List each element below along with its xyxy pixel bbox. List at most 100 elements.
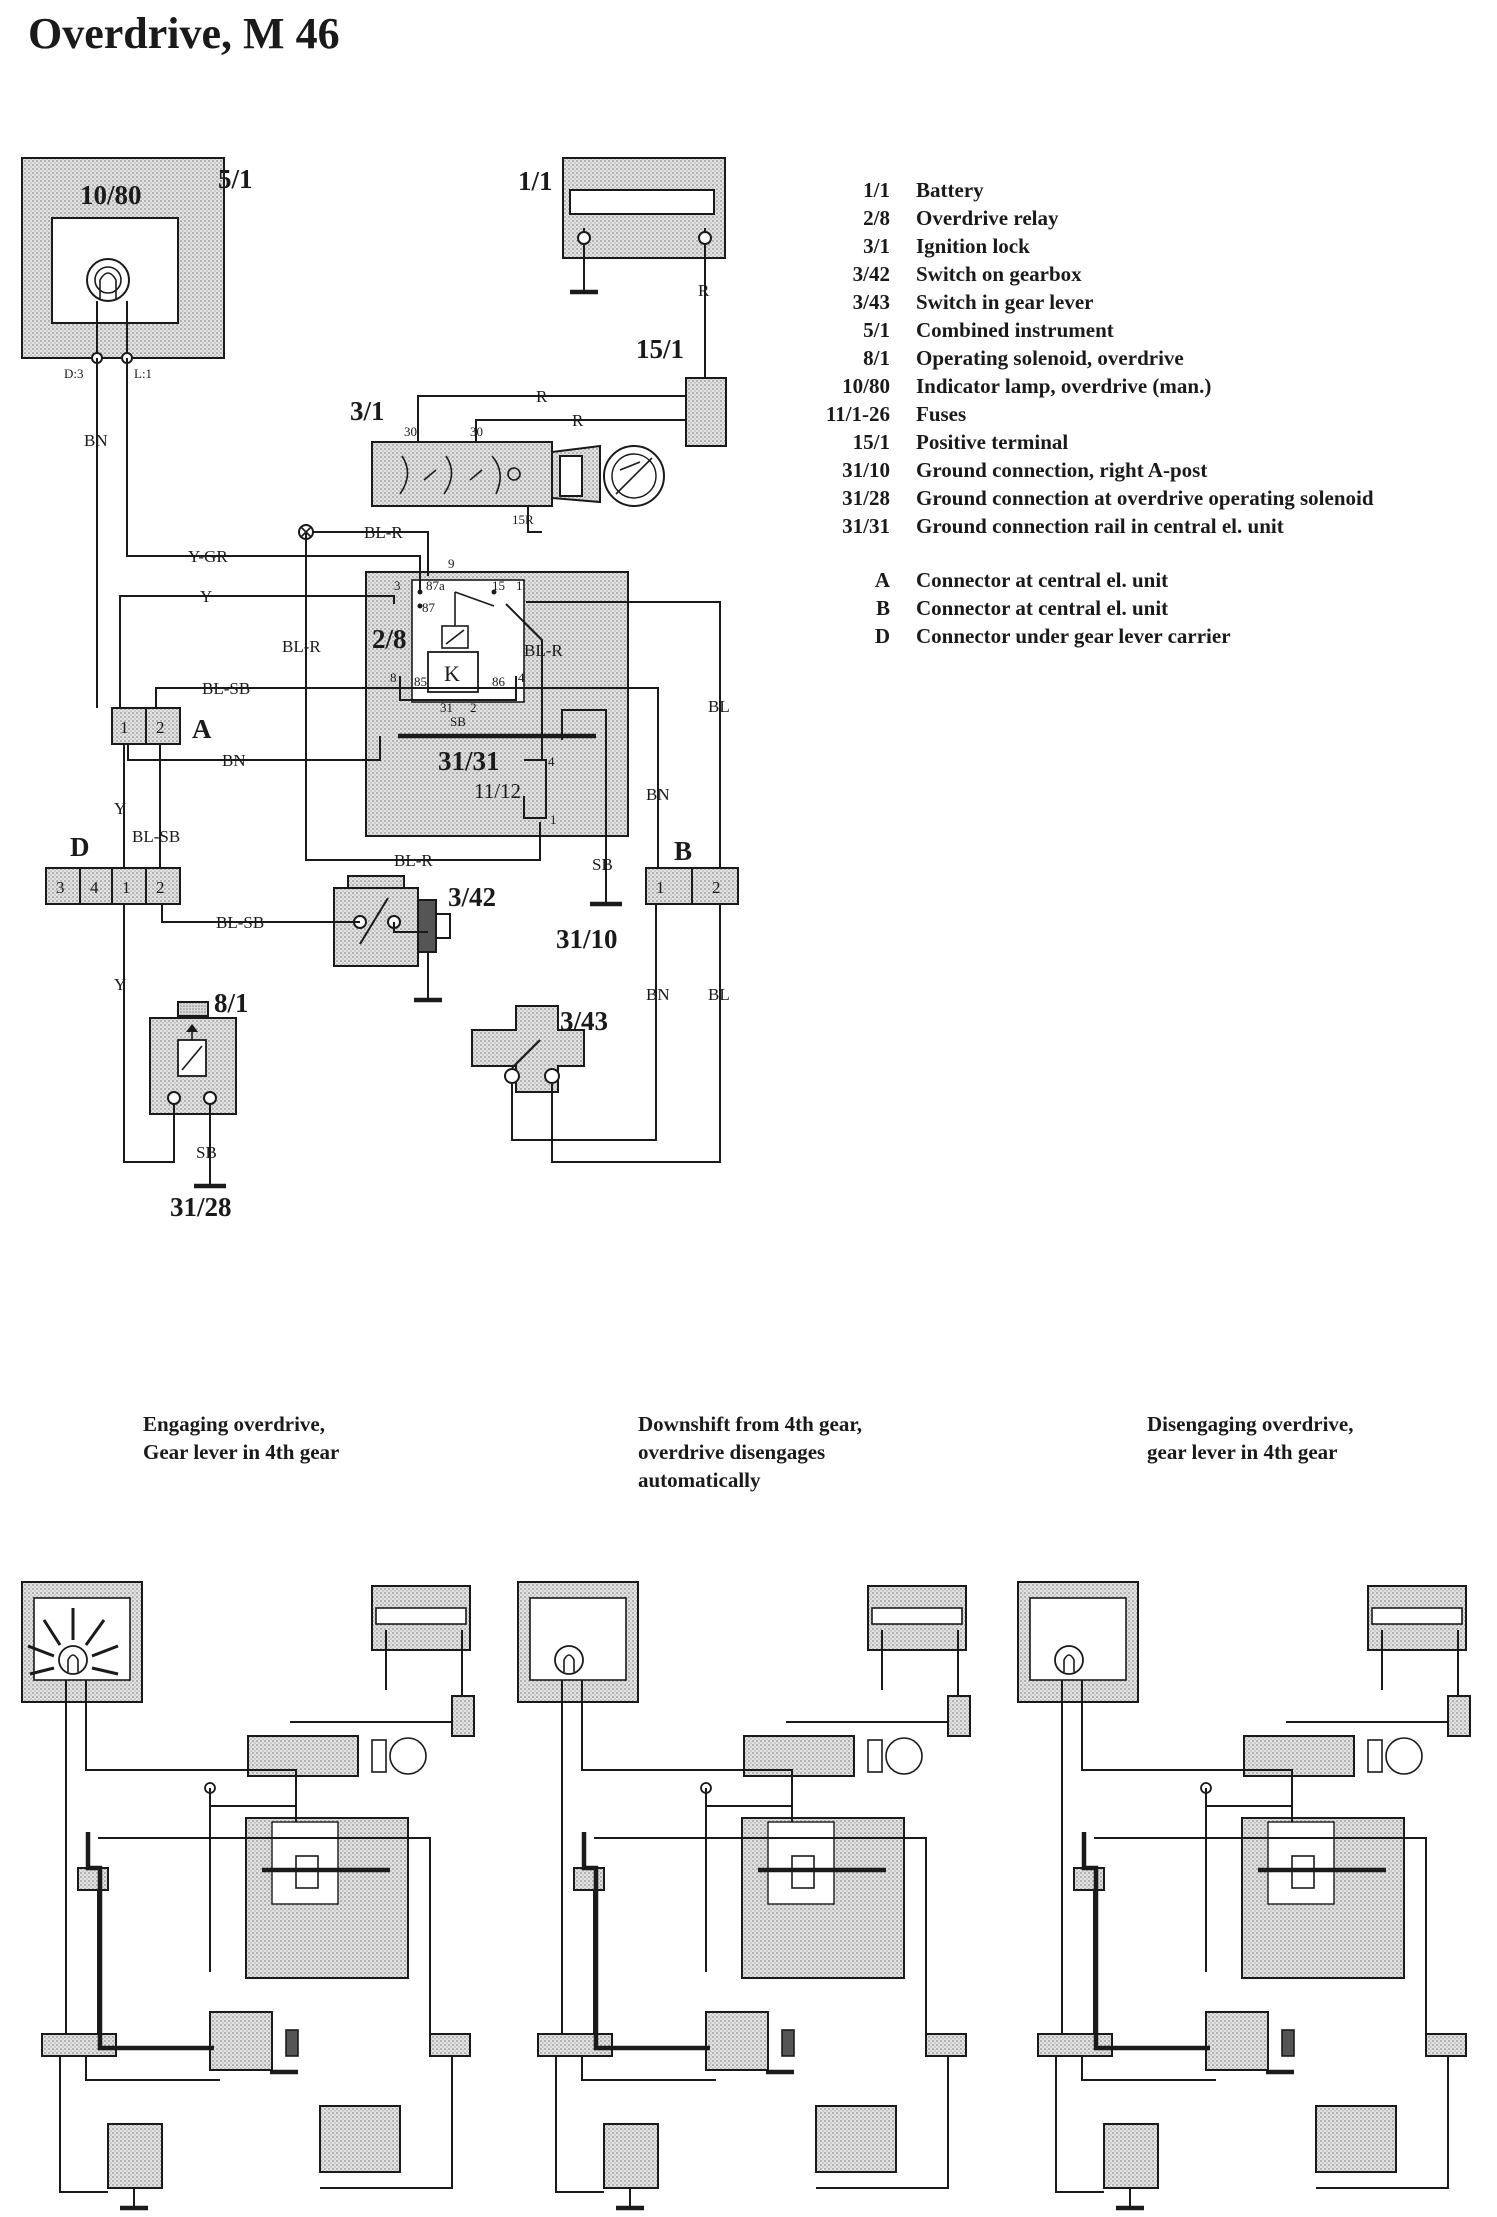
connector-row: B Connector at central el. unit — [770, 594, 1374, 622]
wire-sb-relay: SB — [450, 714, 466, 729]
legend-code: 31/10 — [842, 458, 890, 482]
wire-bl-right: BL — [708, 697, 730, 716]
label-5-1: 5/1 — [218, 164, 253, 194]
pin-fuse-1: 1 — [550, 812, 557, 827]
label-connector-d: D — [70, 832, 90, 862]
legend-desc: Ground connection, right A-post — [916, 458, 1208, 482]
label-3-1: 3/1 — [350, 396, 385, 426]
wire-r-1: R — [536, 387, 548, 406]
wire-bl-r-top: BL-R — [364, 523, 403, 542]
label-15-1: 15/1 — [636, 334, 684, 364]
wire-bl-sb-d: BL-SB — [132, 827, 180, 846]
pin-2: 2 — [470, 700, 477, 715]
legend-row: 5/1 Combined instrument — [770, 316, 1374, 344]
relay-coil-k: K — [444, 661, 460, 686]
wire-y-gr: Y-GR — [188, 547, 228, 566]
wire-bn-lamp: BN — [84, 431, 108, 450]
connector-code: B — [875, 596, 890, 620]
caption-downshift: Downshift from 4th gear, overdrive disen… — [638, 1412, 862, 1492]
legend-row: 31/31 Ground connection rail in central e… — [770, 512, 1374, 540]
battery-1-1 — [562, 157, 726, 380]
wire-bl-switch: BL — [708, 985, 730, 1004]
positive-terminal-15-1 — [685, 377, 727, 447]
state-diagram-engaging — [21, 1581, 475, 2211]
page-title: Overdrive, M 46 — [28, 9, 340, 58]
relay-2-8: K — [417, 589, 497, 693]
connector-desc: Connector under gear lever carrier — [916, 624, 1231, 648]
caption-engaging: Engaging overdrive, Gear lever in 4th ge… — [143, 1412, 340, 1464]
legend-desc: Operating solenoid, overdrive — [916, 346, 1184, 370]
pin-d3: D:3 — [64, 366, 84, 381]
wire-sb-ground: SB — [592, 855, 613, 874]
label-1-1: 1/1 — [518, 166, 553, 196]
wire-bl-sb-switch: BL-SB — [216, 913, 264, 932]
label-2-8: 2/8 — [372, 624, 407, 654]
pin-1: 1 — [516, 578, 523, 593]
legend-code: 31/31 — [842, 514, 890, 538]
connector-a — [111, 707, 181, 745]
legend-desc: Switch on gearbox — [916, 262, 1082, 286]
wire-r-battery: R — [698, 281, 710, 300]
wire-sb-solenoid: SB — [196, 1143, 217, 1162]
legend-code: 31/28 — [842, 486, 890, 510]
legend-code: 11/1-26 — [825, 402, 890, 426]
pin-86: 86 — [492, 674, 506, 689]
state-diagram-downshift — [517, 1581, 971, 2211]
label-31-28: 31/28 — [170, 1192, 232, 1222]
wire-bl-r-relay: BL-R — [524, 641, 563, 660]
pin-d-1: 1 — [122, 878, 131, 897]
connector-desc: Connector at central el. unit — [916, 596, 1169, 620]
legend-desc: Overdrive relay — [916, 206, 1059, 230]
pin-fuse-4: 4 — [548, 754, 555, 769]
wire-bn-mid: BN — [222, 751, 246, 770]
pin-87a: 87a — [426, 578, 445, 593]
ignition-lock-3-1 — [371, 424, 665, 518]
pin-3: 3 — [394, 578, 401, 593]
label-31-10: 31/10 — [556, 924, 618, 954]
pin-85: 85 — [414, 674, 427, 689]
legend-desc: Switch in gear lever — [916, 290, 1094, 314]
legend-desc: Combined instrument — [916, 318, 1114, 342]
legend-desc: Battery — [916, 178, 984, 202]
wire-y-d: Y — [114, 799, 126, 818]
pin-15r: 15R — [512, 512, 534, 527]
legend-desc: Ground connection rail in central el. un… — [916, 514, 1284, 538]
wire-bn-b: BN — [646, 785, 670, 804]
wire-r-2: R — [572, 411, 584, 430]
wire-bl-r-left: BL-R — [282, 637, 321, 656]
wire-y-solenoid: Y — [114, 975, 126, 994]
legend-code: 1/1 — [863, 178, 890, 202]
pin-d-3: 3 — [56, 878, 65, 897]
pin-d-4: 4 — [90, 878, 99, 897]
caption-disengaging: Disengaging overdrive, gear lever in 4th… — [1147, 1412, 1354, 1464]
main-schematic: 10/80 5/1 D:3 L:1 1/1 R 15/1 — [21, 157, 739, 1222]
pin-87: 87 — [422, 600, 436, 615]
connector-code: D — [874, 624, 890, 648]
combined-instrument-5-1 — [21, 157, 225, 364]
wire-bl-r-bottom: BL-R — [394, 851, 433, 870]
label-3-42: 3/42 — [448, 882, 496, 912]
label-8-1: 8/1 — [214, 988, 249, 1018]
central-el-unit: K — [365, 571, 629, 846]
legend-code: 5/1 — [863, 318, 890, 342]
state-diagram-disengaging — [1017, 1581, 1471, 2211]
legend-desc: Positive terminal — [916, 430, 1069, 454]
wire-bn-switch: BN — [646, 985, 670, 1004]
indicator-lamp-icon — [86, 258, 130, 302]
legend-desc: Ignition lock — [916, 234, 1030, 258]
legend-row: 1/1 Battery — [770, 176, 1374, 204]
pin-b2: 2 — [712, 878, 721, 897]
pin-15: 15 — [492, 578, 505, 593]
legend-row: 31/10 Ground connection, right A-post — [770, 456, 1374, 484]
operating-solenoid-8-1 — [149, 1001, 237, 1115]
